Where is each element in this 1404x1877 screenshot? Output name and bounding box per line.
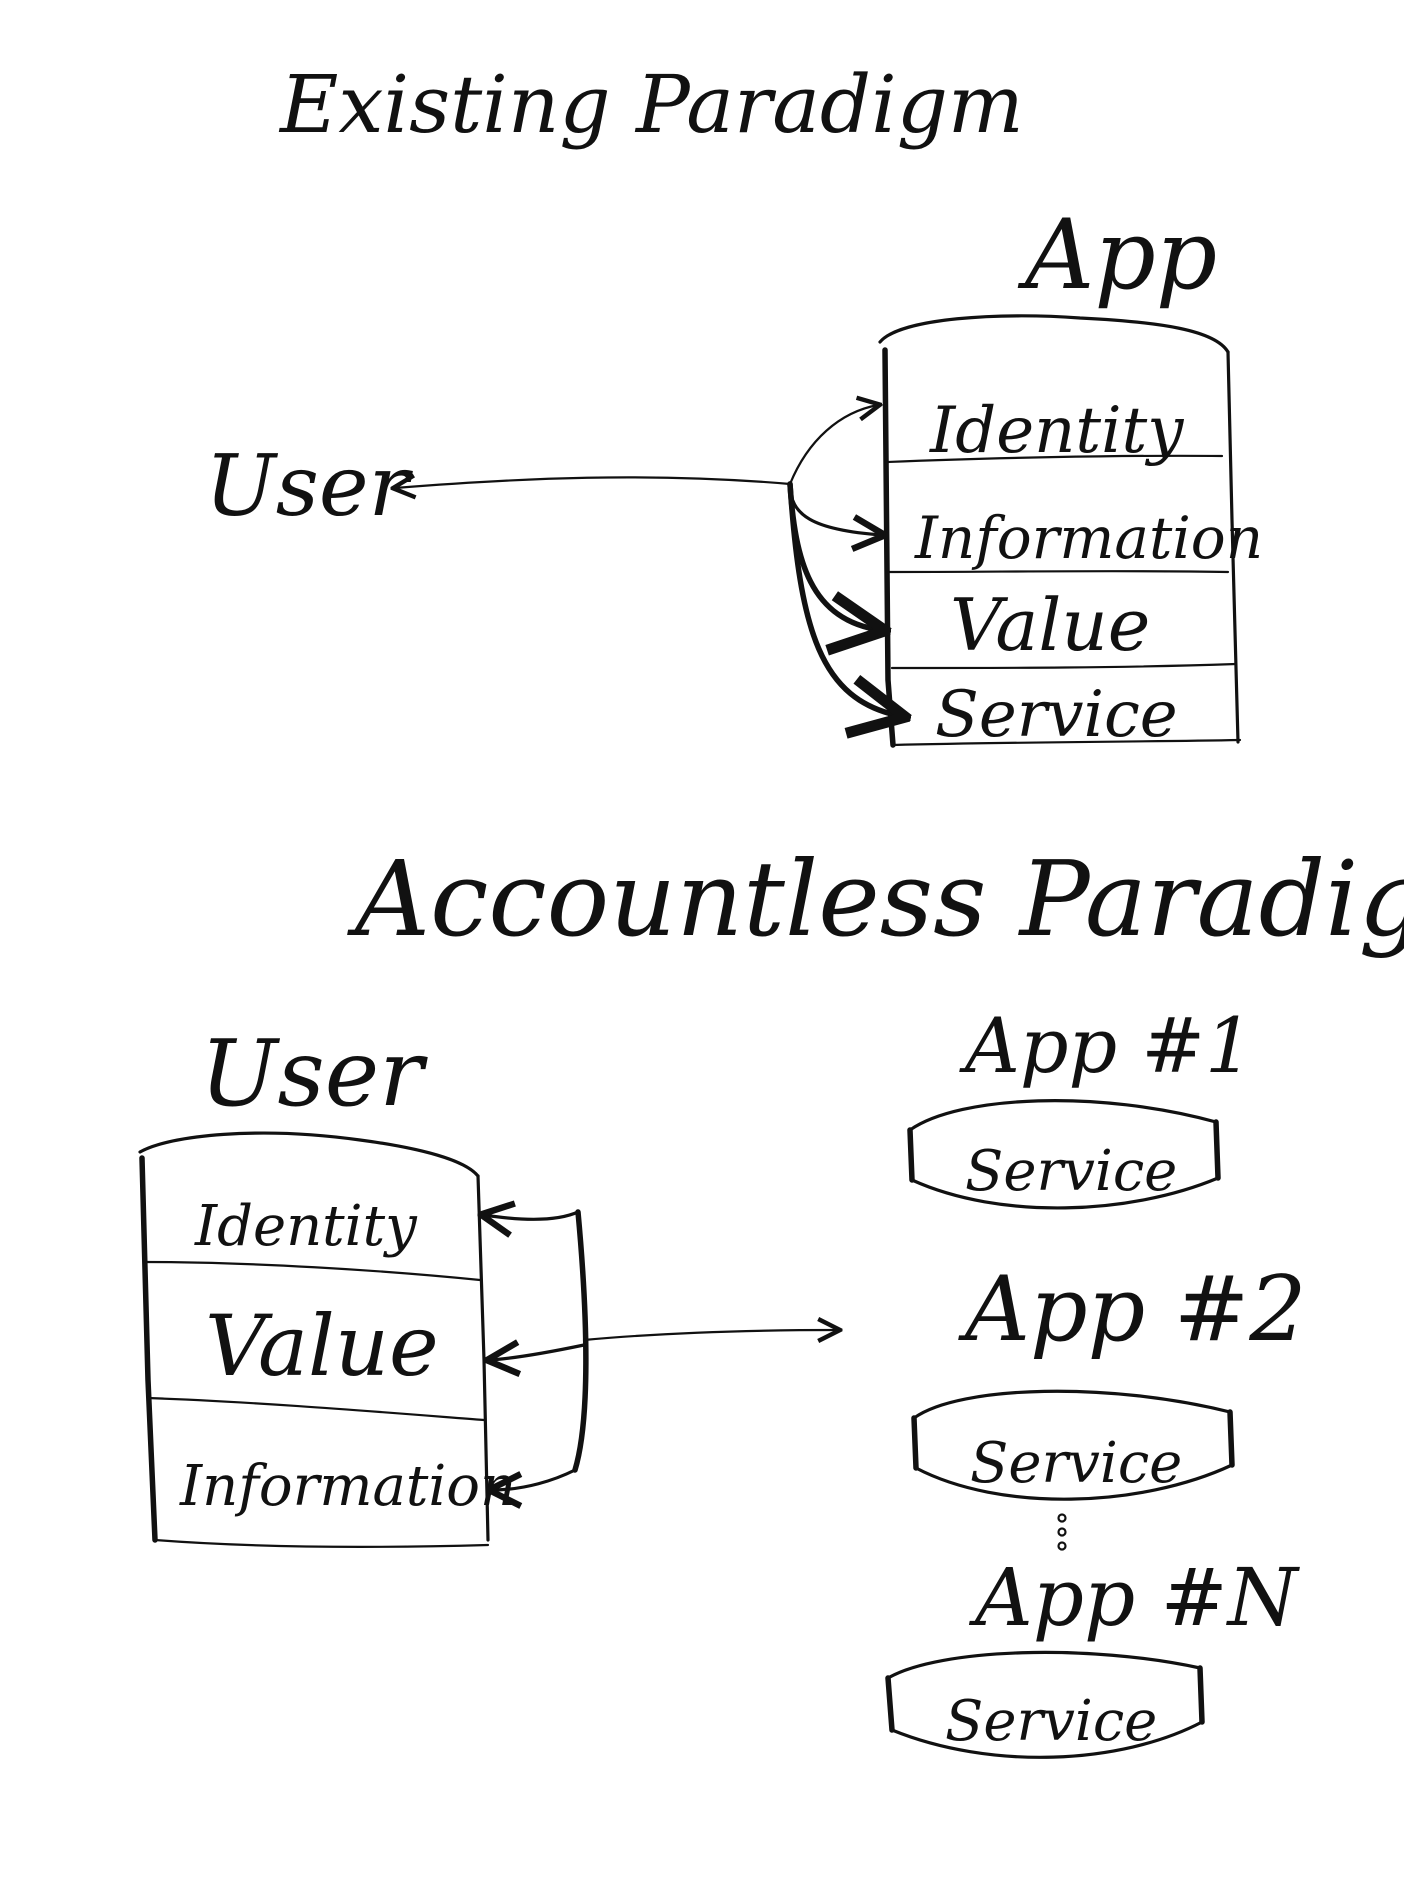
loop-to-information	[492, 1468, 577, 1490]
existing-paradigm-title: Existing Paradigm	[278, 58, 1024, 151]
existing-layer-identity: Identity	[929, 394, 1184, 468]
app-2-service-label: Service	[970, 1431, 1182, 1496]
existing-connectors	[395, 405, 900, 716]
app-2-label: App #2	[958, 1257, 1307, 1362]
app-1-label: App #1	[959, 1001, 1253, 1090]
accountless-layer-information: Information	[179, 1454, 516, 1519]
app-1-service-disk	[907, 1099, 1221, 1210]
accountless-layer-value: Value	[205, 1297, 439, 1395]
existing-user-label: User	[205, 437, 414, 535]
existing-layer-value: Value	[950, 583, 1150, 667]
existing-branch-information	[788, 482, 882, 535]
app-n-label: App #N	[968, 1551, 1301, 1644]
accountless-user-loop	[484, 1212, 589, 1490]
accountless-user-label: User	[200, 1020, 428, 1127]
loop-to-identity	[484, 1212, 580, 1219]
app-n-service-disk	[885, 1650, 1205, 1759]
app-n-service-label: Service	[945, 1689, 1157, 1754]
existing-branch-identity	[788, 405, 878, 486]
existing-user-arrow	[395, 477, 792, 488]
existing-layer-service: Service	[935, 678, 1178, 752]
existing-app-label: App	[1017, 199, 1217, 311]
app-1-service-label: Service	[965, 1139, 1177, 1204]
existing-branch-service	[787, 481, 900, 716]
accountless-paradigm-title: Accountless Paradigm	[347, 838, 1404, 960]
existing-layer-information: Information	[914, 504, 1263, 572]
accountless-user-to-apps-arrow	[582, 1330, 838, 1340]
apps-ellipsis	[1057, 1513, 1067, 1551]
app-2-service-disk	[911, 1389, 1235, 1501]
loop-to-value	[490, 1345, 586, 1360]
accountless-layer-identity: Identity	[194, 1194, 418, 1259]
